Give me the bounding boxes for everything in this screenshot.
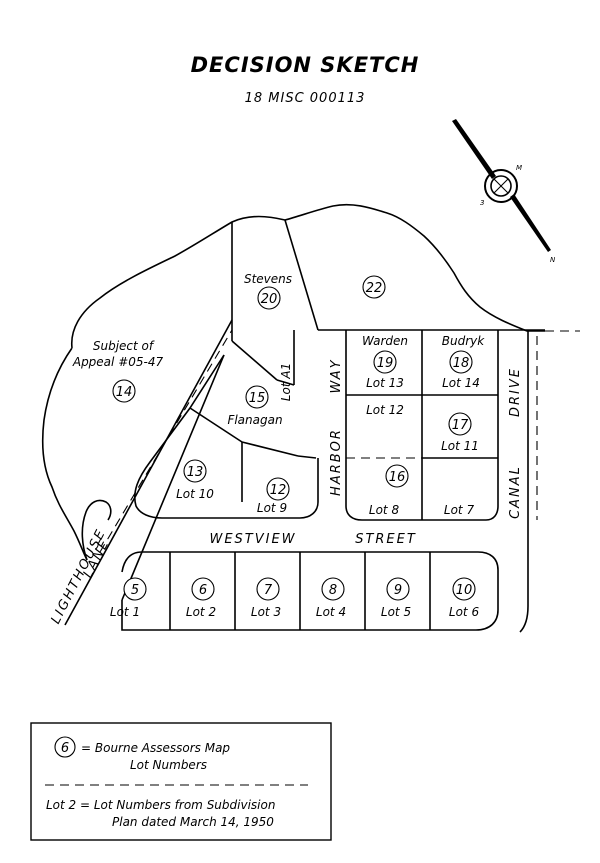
compass-label-m: M bbox=[516, 164, 522, 172]
lot-label: Lot 9 bbox=[257, 501, 287, 515]
owner-label-stevens: Stevens bbox=[244, 272, 292, 286]
lot-label: Lot 2 bbox=[186, 605, 216, 619]
owner-label-flanagan: Flanagan bbox=[227, 413, 282, 427]
lot-label: Lot 14 bbox=[442, 376, 480, 390]
block-harbor-canal bbox=[345, 330, 499, 521]
street-label-harbor: HARBOR bbox=[329, 428, 344, 496]
legend-line-2: Lot Numbers bbox=[130, 758, 207, 772]
legend-line-1: = Bourne Assessors Map bbox=[81, 741, 230, 755]
assessor-number: 19 bbox=[377, 356, 394, 371]
lot-boundaries-lower bbox=[169, 552, 431, 630]
owner-label-budryk: Budryk bbox=[442, 334, 485, 348]
compass-label-n: N bbox=[550, 256, 556, 264]
lot-label: Lot 5 bbox=[381, 605, 411, 619]
assessor-number: 5 bbox=[131, 583, 139, 598]
page-title: DECISION SKETCH bbox=[191, 53, 420, 77]
legend-box: 6 = Bourne Assessors Map Lot Numbers Lot… bbox=[30, 722, 332, 841]
page-subtitle: 18 MISC 000113 bbox=[245, 91, 366, 106]
assessor-circles: 20 22 14 15 13 12 19 18 17 16 5 6 7 8 9 … bbox=[112, 275, 476, 601]
lot-boundaries-upper bbox=[189, 219, 545, 502]
lot-label: Lot 13 bbox=[366, 376, 404, 390]
lot-label: Lot 10 bbox=[176, 487, 214, 501]
assessor-number: 17 bbox=[452, 418, 469, 433]
assessor-number: 7 bbox=[264, 583, 273, 598]
assessor-number: 18 bbox=[453, 356, 470, 371]
north-arrow-icon: M 3 N bbox=[452, 119, 556, 264]
legend-line-4: Plan dated March 14, 1950 bbox=[112, 815, 274, 829]
lighthouse-lane bbox=[64, 319, 319, 626]
owner-label-subject-2: Appeal #05-47 bbox=[72, 355, 164, 369]
street-label-street: STREET bbox=[355, 532, 417, 547]
assessor-number: 14 bbox=[116, 385, 133, 400]
assessor-number: 20 bbox=[261, 292, 278, 307]
legend-line-3: Lot 2 = Lot Numbers from Subdivision bbox=[46, 798, 275, 812]
lot-label: Lot 12 bbox=[366, 403, 404, 417]
owner-label-subject-1: Subject of bbox=[93, 339, 155, 353]
lot-label: Lot 3 bbox=[251, 605, 281, 619]
street-label-westview: WESTVIEW bbox=[209, 532, 296, 547]
canal-drive-edge bbox=[519, 331, 529, 633]
lot-label: Lot 4 bbox=[316, 605, 346, 619]
lot-label-a1: Lot A1 bbox=[279, 363, 293, 401]
lot-label: Lot 1 bbox=[110, 605, 140, 619]
compass-label-3: 3 bbox=[480, 199, 484, 207]
street-label-way: WAY bbox=[329, 358, 344, 393]
lot-boundaries-block bbox=[346, 330, 498, 520]
lot-label: Lot 6 bbox=[449, 605, 480, 619]
assessor-number: 6 bbox=[199, 583, 207, 598]
street-label-canal: CANAL bbox=[508, 465, 523, 519]
assessor-number: 13 bbox=[187, 465, 204, 480]
assessor-number: 10 bbox=[456, 583, 473, 598]
lot-label: Lot 8 bbox=[369, 503, 400, 517]
assessor-number: 12 bbox=[270, 483, 287, 498]
lot-label: Lot 7 bbox=[444, 503, 475, 517]
shoreline-boundary bbox=[41, 203, 545, 561]
assessor-number: 16 bbox=[389, 470, 406, 485]
assessor-number: 15 bbox=[249, 391, 266, 406]
assessor-number: 22 bbox=[366, 281, 383, 296]
street-label-drive: DRIVE bbox=[508, 367, 523, 417]
block-lower-lots bbox=[121, 551, 499, 631]
assessor-number: 8 bbox=[329, 583, 337, 598]
legend-symbol-number: 6 bbox=[61, 741, 69, 756]
assessor-number: 9 bbox=[394, 583, 402, 598]
owner-label-warden: Warden bbox=[362, 334, 408, 348]
lot-label: Lot 11 bbox=[441, 439, 479, 453]
